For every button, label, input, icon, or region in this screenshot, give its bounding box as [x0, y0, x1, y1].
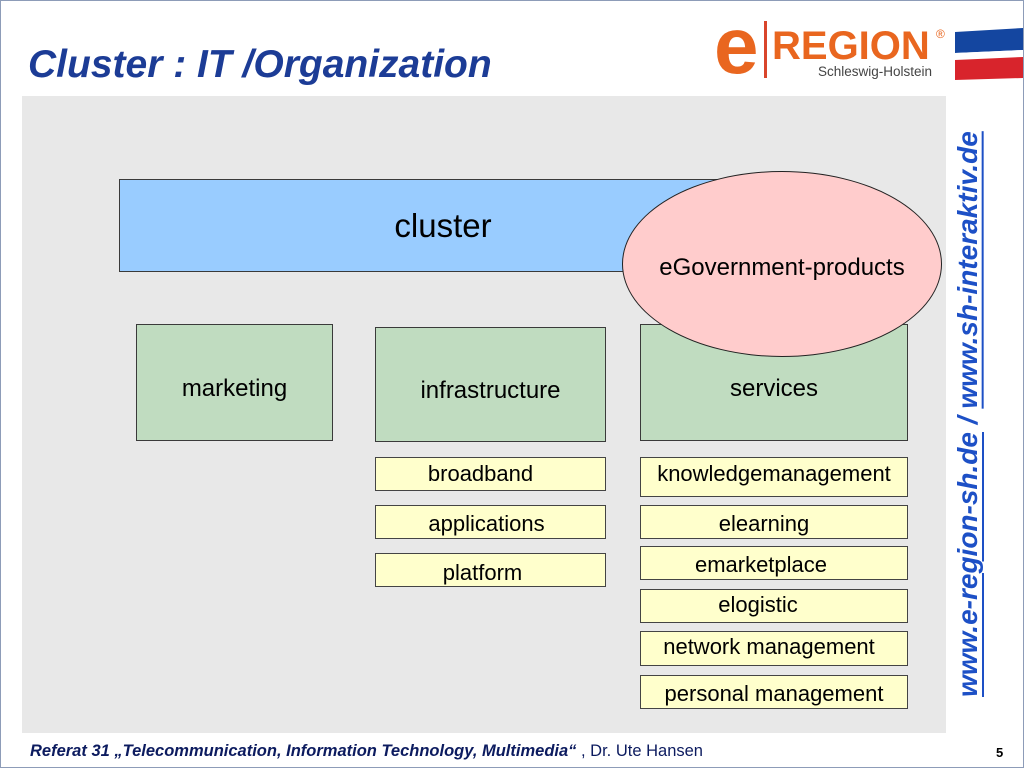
- link-separator: /: [952, 416, 983, 425]
- footer-series: Referat 31 „Telecommunication, Informati…: [30, 742, 577, 760]
- unit-box-marketing: marketing: [136, 324, 333, 441]
- website-links: www.e-region-sh.de / www.sh-interaktiv.d…: [950, 114, 986, 714]
- logo-subtitle: Schleswig-Holstein: [818, 64, 933, 79]
- logo-e-mark: e: [714, 1, 759, 90]
- unit-label: infrastructure: [420, 376, 561, 404]
- logo-wordmark: REGION: [772, 24, 930, 68]
- footer-author: , Dr. Ute Hansen: [581, 742, 703, 760]
- item-box-network-management: network management: [640, 631, 908, 666]
- logo-divider: [764, 21, 767, 78]
- item-label: elearning: [718, 511, 810, 536]
- item-label: elogistic: [718, 592, 798, 617]
- unit-box-infrastructure: infrastructure: [375, 327, 606, 442]
- item-box-broadband: broadband: [375, 457, 606, 491]
- schleswig-holstein-flag: [955, 28, 1023, 80]
- item-label: applications: [428, 511, 545, 536]
- item-label: emarketplace: [694, 552, 828, 577]
- logo-registered-mark: ®: [936, 27, 945, 41]
- item-label: knowledgemanagement: [657, 461, 891, 486]
- cluster-label: cluster: [394, 206, 492, 244]
- item-box-platform: platform: [375, 553, 606, 587]
- unit-label: marketing: [181, 374, 288, 402]
- footer-text: Referat 31 „Telecommunication, Informati…: [30, 741, 703, 761]
- slide-title: Cluster : IT /Organization: [28, 43, 492, 86]
- unit-label: services: [729, 374, 819, 402]
- item-label: platform: [442, 560, 523, 585]
- link-e-region-sh[interactable]: www.e-region-sh.de: [952, 431, 983, 697]
- egovernment-products-label: eGovernment-products: [659, 254, 905, 281]
- item-label: network management: [663, 633, 875, 659]
- item-box-elogistic: elogistic: [640, 589, 908, 623]
- egovernment-products-ellipse: eGovernment-products: [622, 171, 942, 357]
- page-number: 5: [996, 745, 1004, 760]
- item-box-emarketplace: emarketplace: [640, 546, 908, 580]
- eregion-logo: e REGION ® Schleswig-Holstein: [710, 6, 948, 86]
- item-label: broadband: [427, 461, 534, 486]
- item-box-applications: applications: [375, 505, 606, 539]
- item-box-elearning: elearning: [640, 505, 908, 539]
- link-sh-interaktiv[interactable]: www.sh-interaktiv.de: [952, 131, 983, 409]
- item-box-personal-management: personal management: [640, 675, 908, 709]
- item-label: personal management: [664, 680, 884, 706]
- item-box-knowledgemanagement: knowledgemanagement: [640, 457, 908, 497]
